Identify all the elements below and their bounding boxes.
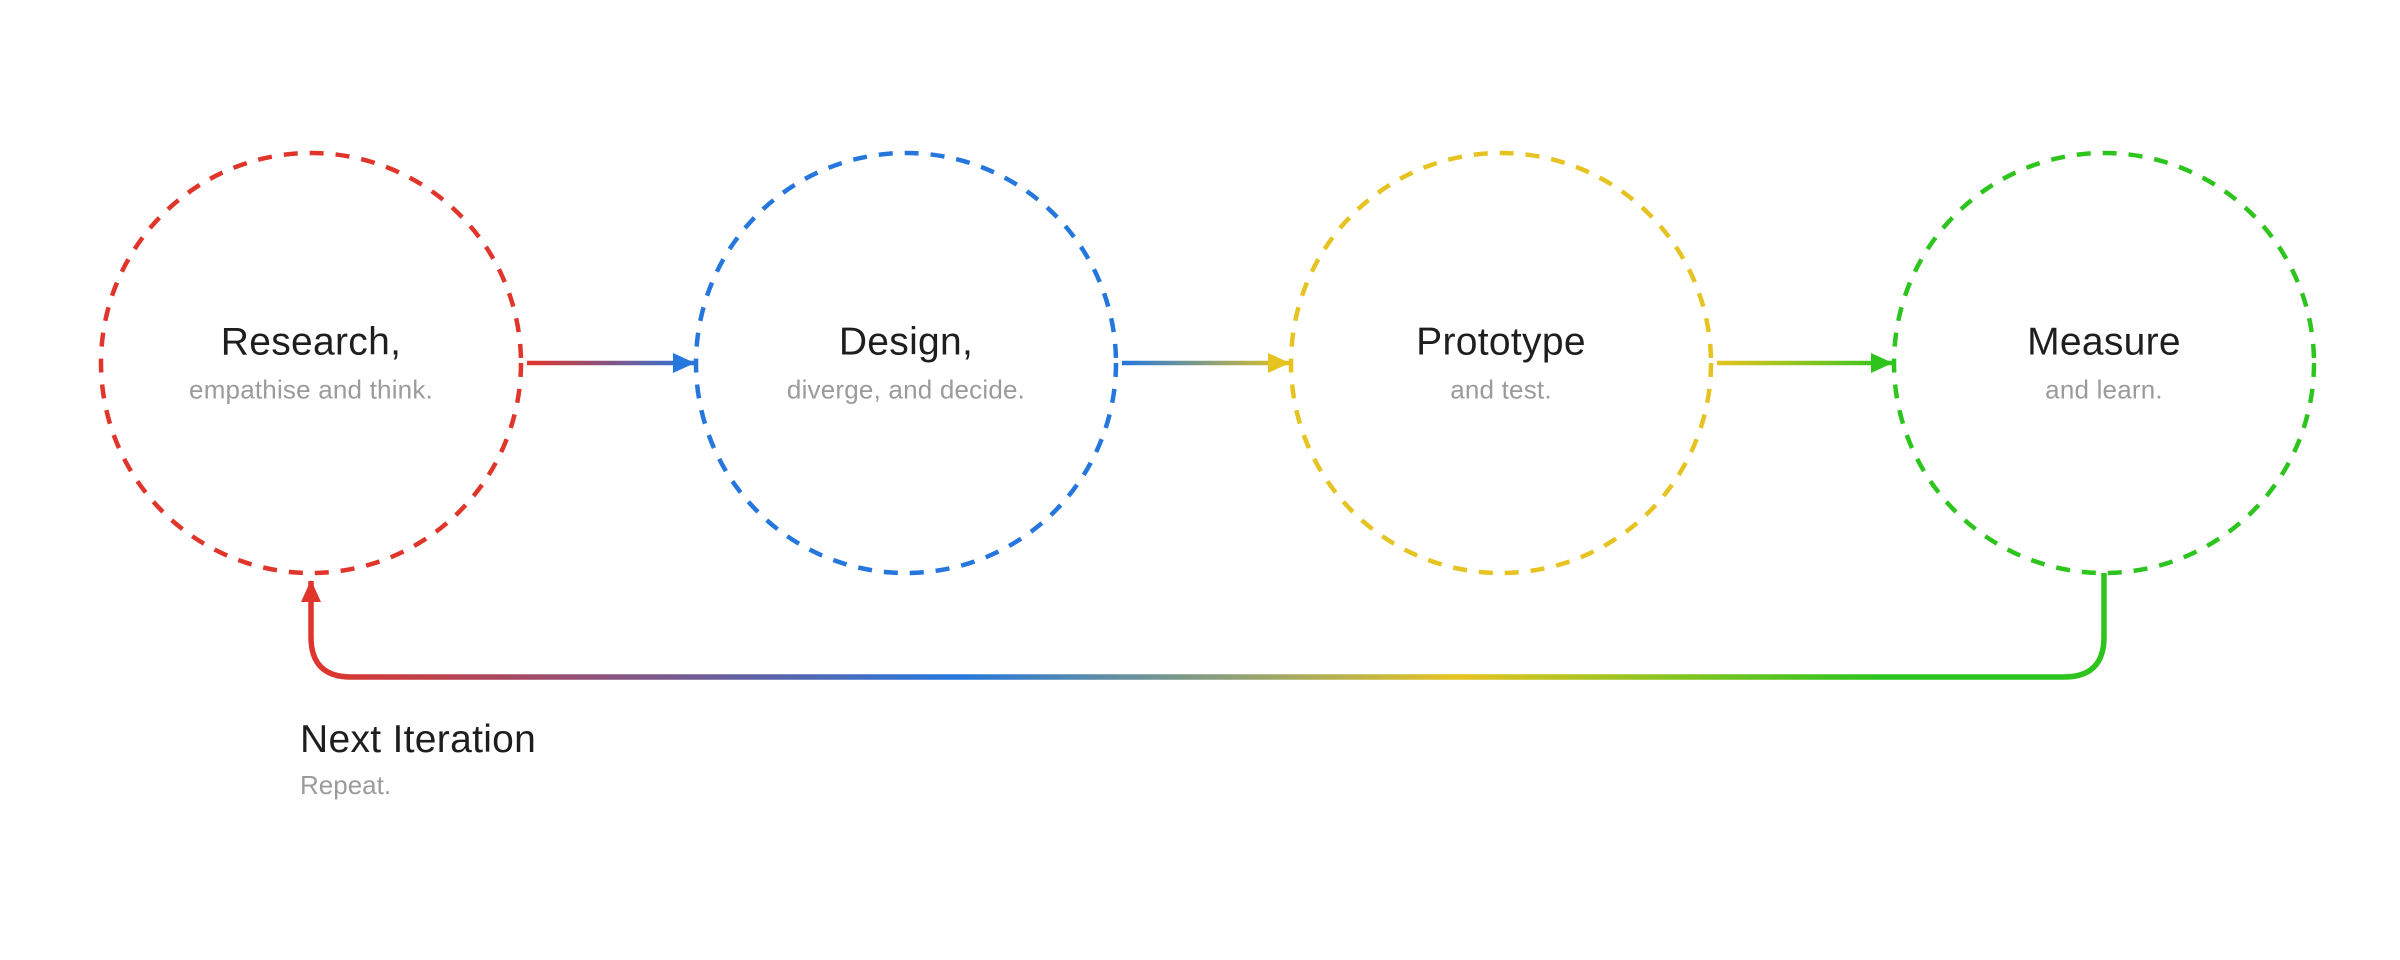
stage-circle-prototype	[1288, 150, 1714, 576]
stage-circle-measure	[1891, 150, 2317, 576]
loop-measure-to-research	[301, 573, 2107, 680]
stage-circle-design	[693, 150, 1119, 576]
loop-title: Next Iteration	[300, 718, 537, 761]
stage-circle-research	[98, 150, 524, 576]
loop-label: Next Iteration Repeat.	[300, 718, 536, 801]
loop-subtitle: Repeat.	[300, 770, 392, 800]
